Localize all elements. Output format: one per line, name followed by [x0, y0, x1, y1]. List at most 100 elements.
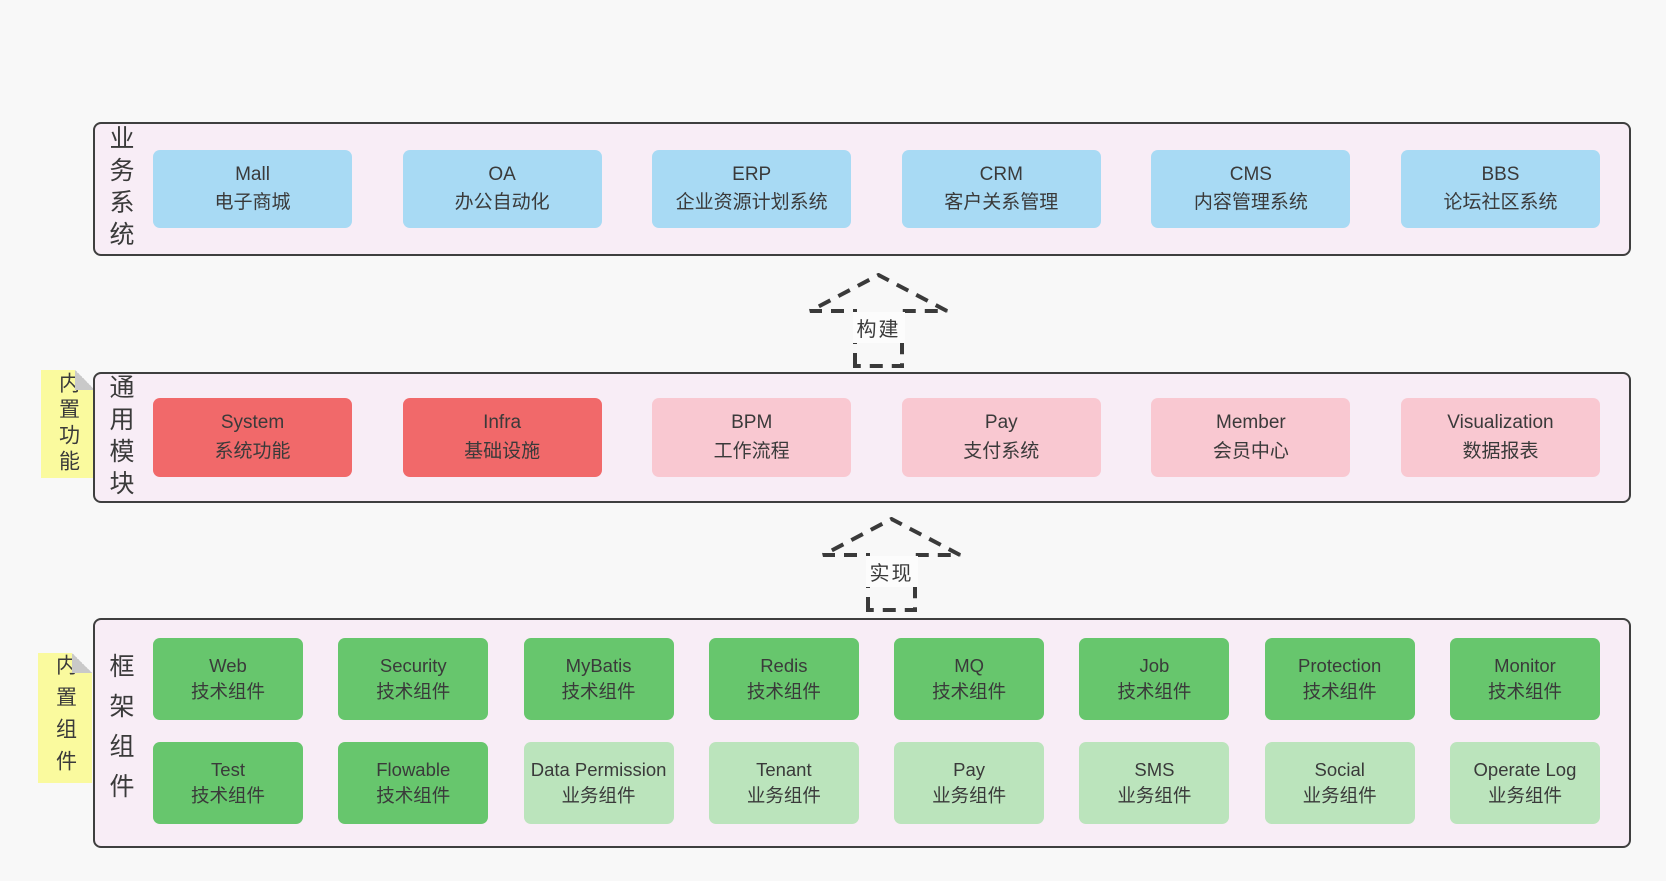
box-name: Visualization — [1447, 412, 1554, 433]
box-crm: CRM 客户关系管理 — [901, 150, 1101, 228]
box-pay-module: Pay 支付系统 — [901, 398, 1101, 477]
band-title: 业务系统 — [106, 125, 134, 253]
box-desc: 会员中心 — [1212, 440, 1289, 462]
box-desc: 电子商城 — [214, 192, 291, 213]
box-redis: Redis 技术组件 — [708, 638, 859, 720]
box-desc: 技术组件 — [190, 681, 265, 702]
box-name: Tenant — [756, 759, 812, 781]
box-member: Member 会员中心 — [1151, 398, 1351, 477]
box-desc: 数据报表 — [1462, 440, 1539, 462]
box-desc: 技术组件 — [376, 785, 451, 806]
box-name: System — [220, 412, 285, 433]
band-title: 框架组件 — [106, 653, 134, 813]
box-cms: CMS 内容管理系统 — [1151, 150, 1351, 228]
box-desc: 技术组件 — [932, 681, 1007, 702]
box-name: Redis — [760, 655, 808, 677]
box-name: Operate Log — [1473, 759, 1577, 781]
box-name: Security — [379, 655, 447, 677]
box-desc: 客户关系管理 — [944, 192, 1059, 213]
box-system: System 系统功能 — [153, 398, 352, 477]
arrow-build: 构建 — [807, 272, 950, 368]
box-name: Data Permission — [530, 759, 667, 781]
box-social: Social 业务组件 — [1264, 742, 1415, 824]
box-desc: 技术组件 — [1487, 681, 1562, 702]
band-framework-components: 框架组件 Web 技术组件 Security 技术组件 MyBatis 技术组件… — [93, 618, 1631, 848]
band-business-systems: 业务系统 Mall 电子商城 OA 办公自动化 ERP 企业资源计划系统 CRM… — [93, 122, 1631, 256]
box-desc: 工作流程 — [713, 440, 790, 462]
box-name: Member — [1216, 412, 1286, 433]
box-flowable: Flowable 技术组件 — [338, 742, 489, 824]
arrow-label: 构建 — [852, 312, 905, 343]
box-desc: 系统功能 — [214, 440, 291, 462]
box-pay-component: Pay 业务组件 — [894, 742, 1045, 824]
box-oa: OA 办公自动化 — [402, 150, 602, 228]
box-desc: 业务组件 — [932, 785, 1007, 806]
box-sms: SMS 业务组件 — [1079, 742, 1230, 824]
box-name: BBS — [1481, 163, 1520, 185]
box-name: Monitor — [1494, 655, 1556, 677]
box-desc: 业务组件 — [1302, 785, 1377, 806]
box-infra: Infra 基础设施 — [402, 398, 602, 477]
box-name: Job — [1139, 655, 1170, 677]
box-test: Test 技术组件 — [153, 742, 303, 824]
band-box-row: Mall 电子商城 OA 办公自动化 ERP 企业资源计划系统 CRM 客户关系… — [153, 150, 1600, 228]
box-name: OA — [488, 163, 516, 185]
band-common-modules: 通用模块 System 系统功能 Infra 基础设施 BPM 工作流程 Pay… — [93, 372, 1631, 503]
box-security: Security 技术组件 — [338, 638, 489, 720]
box-bbs: BBS 论坛社区系统 — [1400, 150, 1600, 228]
box-name: Flowable — [376, 759, 451, 781]
box-name: BPM — [731, 412, 773, 433]
box-desc: 业务组件 — [1487, 785, 1562, 806]
box-visualization: Visualization 数据报表 — [1400, 398, 1600, 477]
box-desc: 支付系统 — [963, 440, 1040, 462]
box-desc: 业务组件 — [561, 785, 636, 806]
box-name: Social — [1314, 759, 1365, 781]
box-name: SMS — [1134, 759, 1175, 781]
box-desc: 技术组件 — [1117, 681, 1192, 702]
band-title: 通用模块 — [106, 373, 134, 502]
box-name: MQ — [954, 655, 985, 677]
box-mq: MQ 技术组件 — [894, 638, 1045, 720]
box-desc: 技术组件 — [561, 681, 636, 702]
box-name: Pay — [953, 759, 986, 781]
box-desc: 基础设施 — [464, 440, 541, 462]
box-tenant: Tenant 业务组件 — [708, 742, 859, 824]
arrow-implement: 实现 — [820, 516, 963, 612]
sticky-note-builtin-components: 内置组件 — [38, 653, 92, 783]
box-desc: 办公自动化 — [454, 192, 550, 213]
box-name: Pay — [984, 412, 1018, 433]
box-web: Web 技术组件 — [153, 638, 303, 720]
box-name: Test — [211, 759, 245, 781]
box-monitor: Monitor 技术组件 — [1449, 638, 1600, 720]
box-name: Web — [209, 655, 247, 677]
band-box-row: System 系统功能 Infra 基础设施 BPM 工作流程 Pay 支付系统… — [153, 398, 1600, 477]
box-name: Protection — [1298, 655, 1382, 677]
sticky-note-builtin-features: 内置功能 — [41, 370, 95, 478]
box-mall: Mall 电子商城 — [153, 150, 352, 228]
box-desc: 业务组件 — [1117, 785, 1192, 806]
box-desc: 技术组件 — [746, 681, 821, 702]
box-desc: 论坛社区系统 — [1443, 192, 1558, 213]
box-name: CMS — [1229, 163, 1272, 185]
box-name: ERP — [732, 163, 772, 185]
box-name: Infra — [483, 412, 522, 433]
box-desc: 技术组件 — [1302, 681, 1377, 702]
box-name: MyBatis — [565, 655, 632, 677]
box-job: Job 技术组件 — [1079, 638, 1230, 720]
box-bpm: BPM 工作流程 — [652, 398, 852, 477]
box-name: Mall — [235, 163, 270, 185]
box-desc: 技术组件 — [376, 681, 451, 702]
box-operate-log: Operate Log 业务组件 — [1449, 742, 1600, 824]
box-name: CRM — [979, 163, 1023, 185]
box-mybatis: MyBatis 技术组件 — [523, 638, 674, 720]
box-desc: 业务组件 — [746, 785, 821, 806]
sticky-note-label: 内置组件 — [53, 654, 77, 782]
sticky-note-label: 内置功能 — [56, 372, 80, 476]
box-desc: 技术组件 — [190, 785, 265, 806]
box-data-permission: Data Permission 业务组件 — [523, 742, 674, 824]
box-desc: 内容管理系统 — [1193, 192, 1308, 213]
arrow-label: 实现 — [865, 556, 918, 587]
band-box-grid: Web 技术组件 Security 技术组件 MyBatis 技术组件 Redi… — [153, 638, 1600, 824]
box-erp: ERP 企业资源计划系统 — [652, 150, 852, 228]
